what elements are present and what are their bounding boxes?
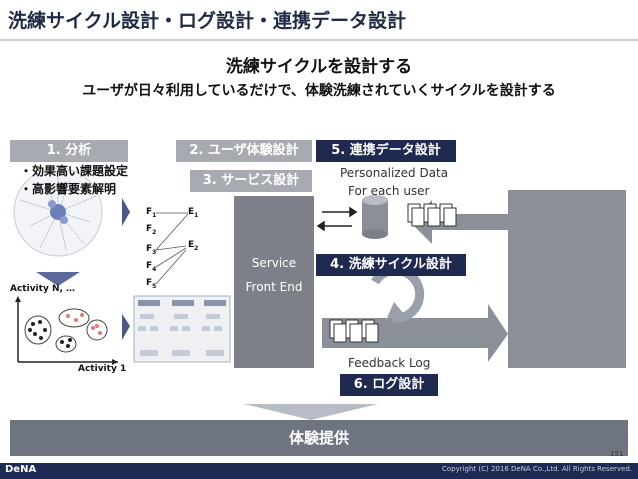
chevron-right-icon	[122, 314, 130, 340]
copyright-text: Copyright (C) 2016 DeNA Co.,Ltd. All Rig…	[441, 465, 632, 473]
headline: 洗練サイクルを設計する	[225, 57, 413, 77]
analysis-point: ・効果高い課題設定	[20, 164, 129, 178]
y-axis-label: Activity N, …	[10, 284, 76, 294]
personalized-data-label: Personalized Data	[340, 166, 449, 180]
effect-node: E1	[188, 207, 199, 219]
step-ux-design-label: 2. ユーザ体験設計	[176, 140, 312, 162]
refresh-cycle-icon	[371, 265, 425, 323]
slide-title: 洗練サイクル設計・ログ設計・連携データ設計	[8, 10, 407, 32]
page-number: 151	[610, 450, 624, 458]
factor-node: F2	[146, 224, 157, 236]
step-log-design-label: 6. ログ設計	[340, 374, 438, 396]
front-end-label: Front End	[245, 280, 303, 294]
step-cycle-design-label: 4. 洗練サイクル設計	[316, 254, 466, 276]
experience-delivery-bar: 体験提供	[10, 420, 628, 456]
feedback-log-label: Feedback Log	[348, 356, 431, 370]
x-axis-label: Activity 1	[78, 364, 127, 374]
chevron-right-icon	[122, 198, 130, 226]
footer-bar	[0, 463, 638, 479]
personalized-data-sublabel: For each user	[348, 184, 430, 198]
effect-node: E2	[188, 240, 199, 252]
factor-graph-edges	[155, 212, 189, 285]
service-front-end-box	[234, 196, 314, 368]
factor-node: F4	[146, 261, 157, 273]
dena-logo: DeNA	[5, 464, 37, 475]
left-arrow-shape	[410, 200, 522, 244]
factor-node: F1	[146, 207, 157, 219]
factor-node: F3	[146, 244, 157, 256]
down-arrow-shape	[244, 404, 378, 420]
cluster-scatter-plot	[15, 296, 118, 365]
down-arrow-icon	[36, 272, 80, 286]
step-service-design-label: 3. サービス設計	[190, 170, 312, 192]
decision-tree-panel	[133, 295, 231, 363]
step-analysis-label: 1. 分析	[10, 140, 128, 162]
document-stack-icon	[329, 319, 379, 343]
service-label: Service	[251, 256, 297, 270]
right-arrow-shape	[322, 304, 508, 362]
analysis-point: ・高影響要素解明	[20, 182, 117, 196]
subheadline: ユーザが日々利用しているだけで、体験洗練されていくサイクルを設計する	[82, 83, 556, 99]
user-box	[508, 190, 626, 368]
factor-node: F5	[146, 278, 157, 290]
step-data-design-label: 5. 連携データ設計	[316, 140, 456, 162]
database-cylinder-icon	[362, 195, 388, 239]
network-graph-icon	[13, 167, 103, 257]
document-stack-icon	[407, 203, 457, 227]
title-divider	[0, 39, 638, 41]
